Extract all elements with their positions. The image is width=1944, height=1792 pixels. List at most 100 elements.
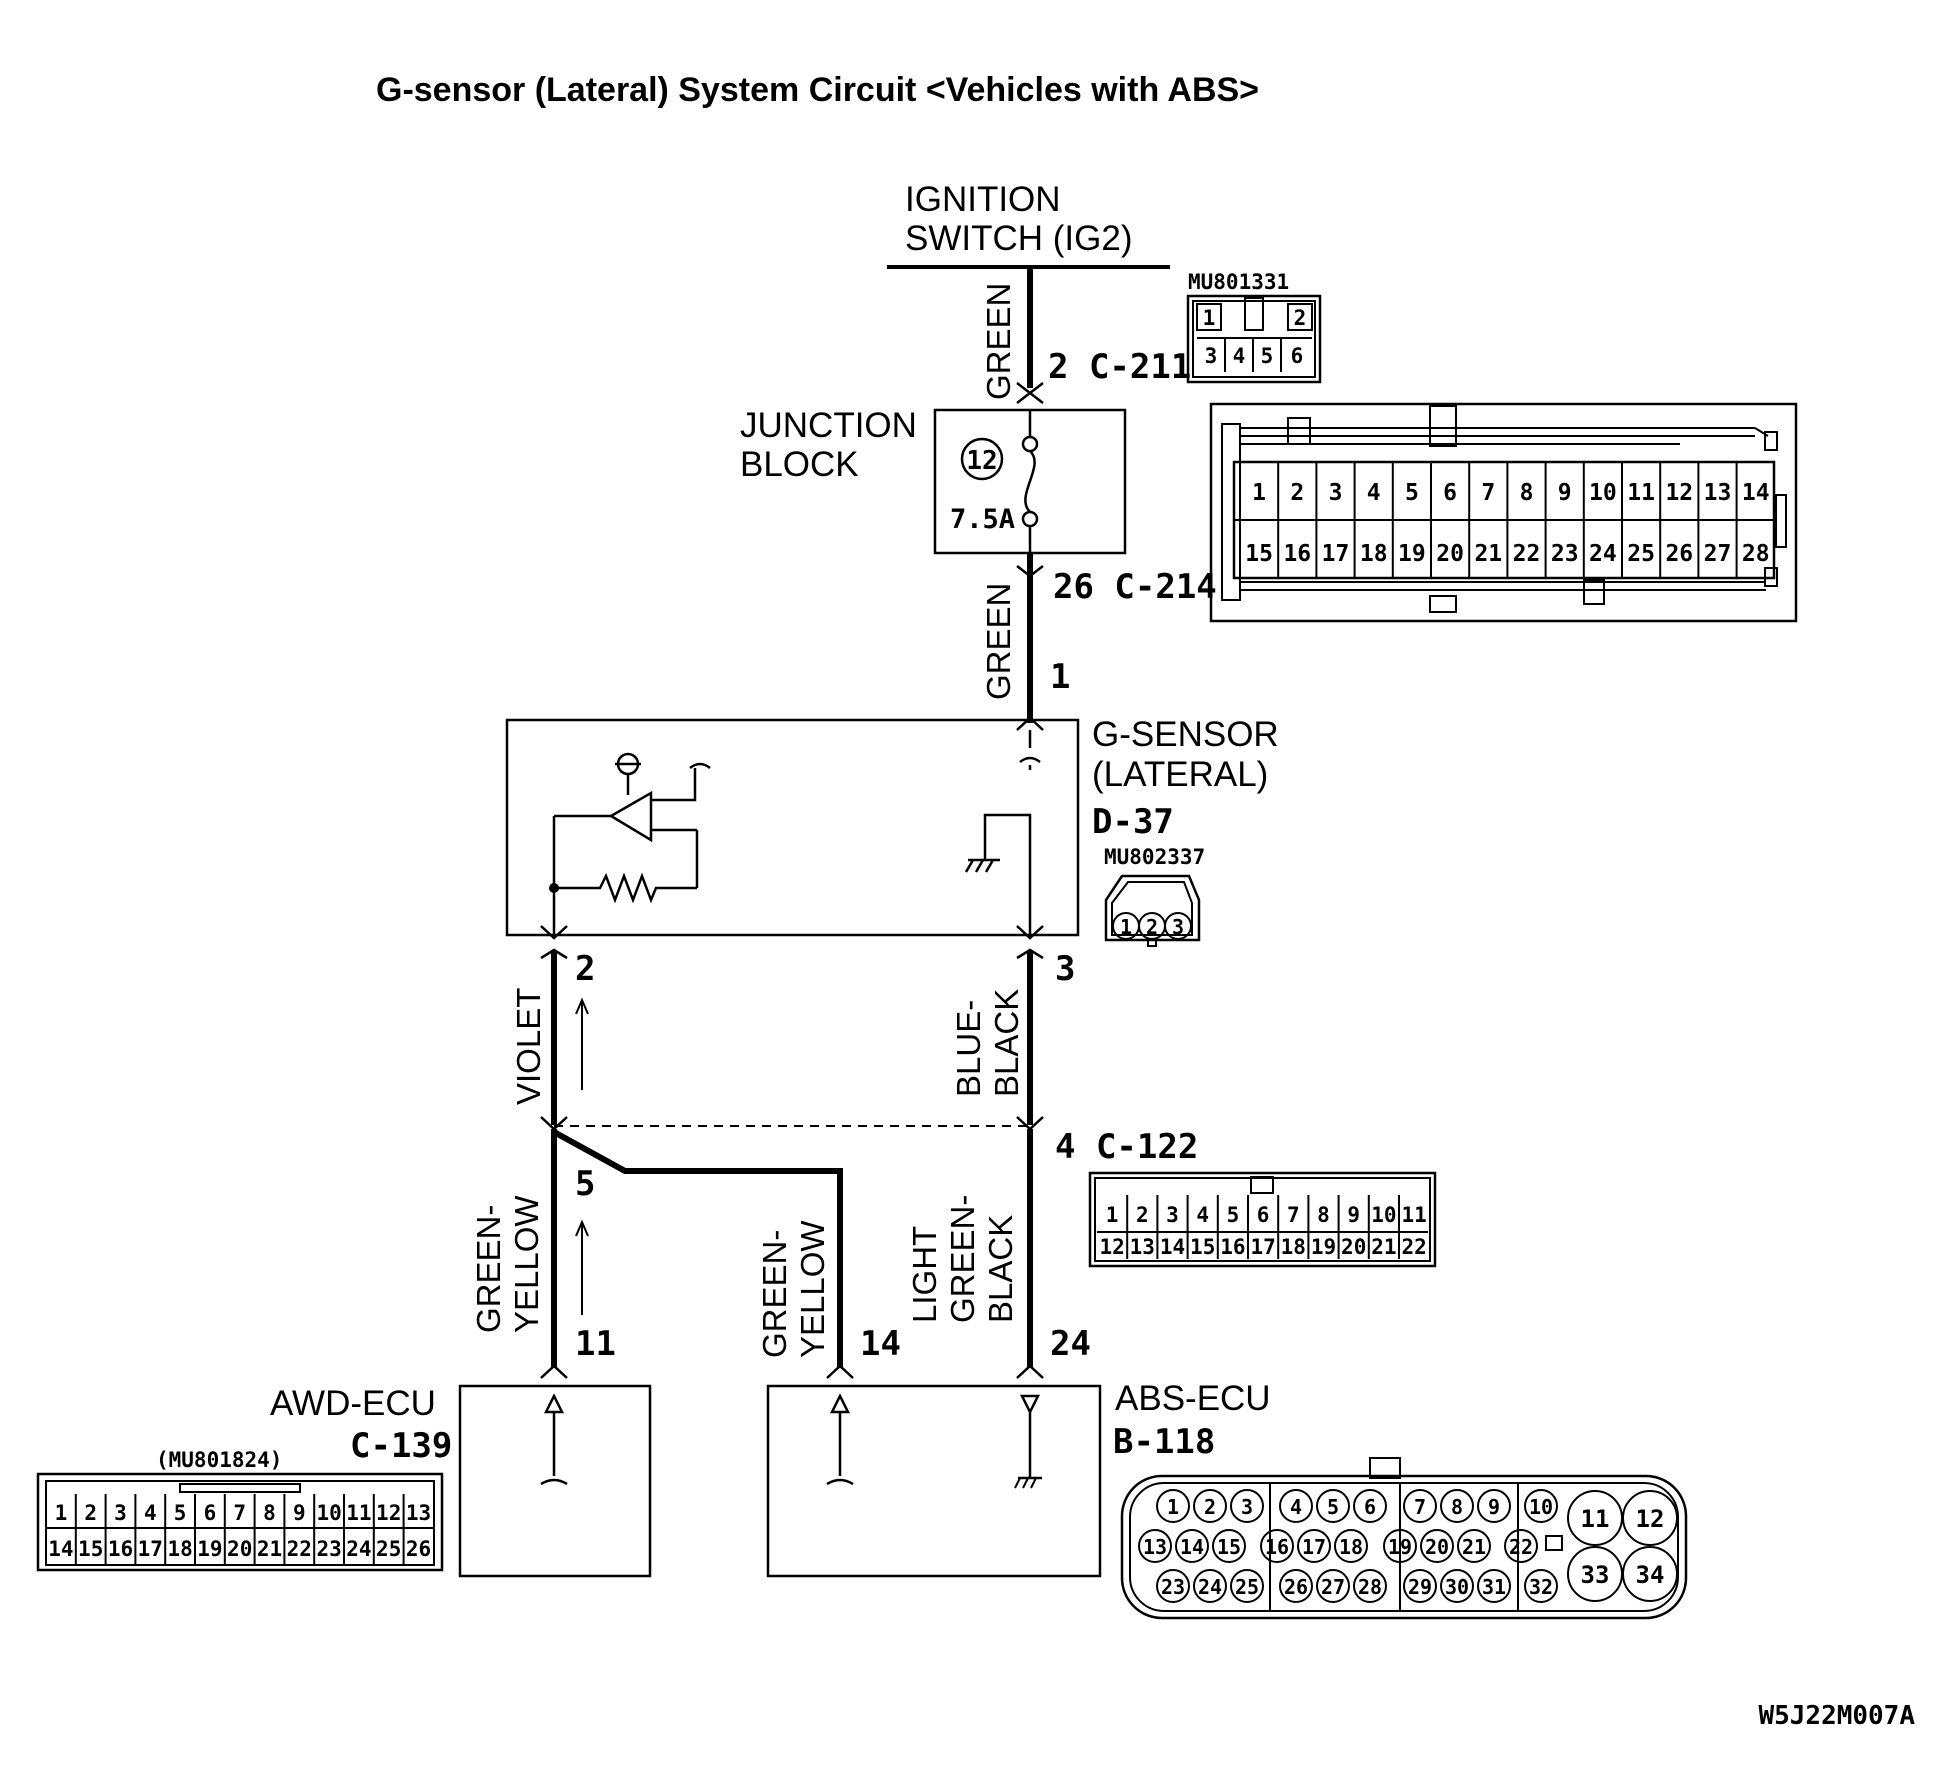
wire-label-lgb-1: LIGHT	[906, 1226, 943, 1323]
b118-pin: 32	[1529, 1575, 1553, 1599]
wire-label-gy-right-1: GREEN-	[756, 1230, 793, 1358]
c122-pin: 6	[1257, 1203, 1270, 1227]
c214-pin: 20	[1436, 541, 1464, 567]
b118-pin: 2	[1204, 1495, 1216, 1519]
c139-pin: 3	[114, 1501, 127, 1525]
b118-pin: 24	[1198, 1575, 1222, 1599]
g-sensor-label-line2: (LATERAL)	[1092, 755, 1268, 794]
c214-pin: 26	[1665, 541, 1693, 567]
c139-pin: 11	[346, 1501, 371, 1525]
connector-mark-c211	[1016, 382, 1044, 404]
c214-pin: 6	[1443, 480, 1457, 506]
connector-mark-sensor-1	[1016, 716, 1044, 731]
c214-pin: 28	[1742, 541, 1770, 567]
ignition-label-line1: IGNITION	[905, 180, 1061, 219]
b118-pin: 9	[1488, 1495, 1500, 1519]
c122-pin: 1	[1106, 1203, 1119, 1227]
abs-ecu-ground-symbol	[1014, 1394, 1042, 1489]
c122-pin: 13	[1130, 1235, 1155, 1259]
pin-label-sensor-2: 2	[575, 949, 595, 989]
c139-pin: 9	[293, 1501, 306, 1525]
c139-pin: 6	[204, 1501, 217, 1525]
fuse-symbol	[1021, 410, 1039, 553]
c214-pin: 5	[1405, 480, 1419, 506]
b118-pin: 1	[1167, 1495, 1179, 1519]
g-sensor-label-line1: G-SENSOR	[1092, 715, 1279, 754]
c214-pin: 22	[1513, 541, 1541, 567]
abs-ecu-ref: B-118	[1113, 1422, 1215, 1462]
b118-pin: 7	[1414, 1495, 1426, 1519]
connector-face-c214	[1209, 402, 1798, 623]
c214-pin: 3	[1329, 480, 1343, 506]
c214-pin: 1	[1252, 480, 1266, 506]
abs-ecu-input-symbol	[826, 1393, 854, 1486]
g-sensor-connector-face: 1 2 3	[1104, 874, 1201, 947]
b118-pin: 10	[1529, 1495, 1553, 1519]
junction-block-label-line1: JUNCTION	[740, 406, 917, 445]
b118-pin: 6	[1364, 1495, 1376, 1519]
b118-pin: 21	[1462, 1535, 1486, 1559]
connector-mark-c122	[540, 1116, 1044, 1131]
wire-label-lgb-2: GREEN-	[944, 1195, 981, 1323]
c122-pin: 18	[1281, 1235, 1306, 1259]
b118-pin: 5	[1327, 1495, 1339, 1519]
c122-pin: 2	[1136, 1203, 1149, 1227]
c139-pin: 21	[257, 1537, 282, 1561]
pin-label-c122-5: 5	[575, 1164, 595, 1204]
awd-ecu-part-number: (MU801824)	[156, 1448, 282, 1472]
c214-pin: 4	[1367, 480, 1381, 506]
wire-label-violet: VIOLET	[510, 988, 547, 1105]
b118-pin: 26	[1284, 1575, 1308, 1599]
c122-pin: 5	[1227, 1203, 1240, 1227]
signal-arrow-violet	[575, 997, 589, 1090]
figure-code: W5J22M007A	[1758, 1701, 1915, 1731]
junction-block-label-line2: BLOCK	[740, 445, 859, 484]
b118-pin: 14	[1180, 1535, 1204, 1559]
diagram-title: G-sensor (Lateral) System Circuit <Vehic…	[376, 71, 1259, 109]
g-sensor-pin: 2	[1146, 915, 1158, 939]
c214-pin: 13	[1704, 480, 1732, 506]
fuse-number: 12	[966, 446, 997, 476]
c139-pin: 23	[316, 1537, 341, 1561]
c122-pin: 4	[1196, 1203, 1209, 1227]
c214-pin: 7	[1481, 480, 1495, 506]
wire-label-gy-right-2: YELLOW	[794, 1220, 831, 1358]
c139-pin: 16	[108, 1537, 133, 1561]
b118-pin: 19	[1388, 1535, 1412, 1559]
connector-mark-abs-14	[826, 1364, 854, 1379]
awd-ecu-name: AWD-ECU	[270, 1384, 436, 1423]
wire-label-gy-left-1: GREEN-	[470, 1205, 507, 1333]
c211-part-number: MU801331	[1188, 270, 1289, 294]
c122-pin: 19	[1311, 1235, 1336, 1259]
b118-pin: 20	[1425, 1535, 1449, 1559]
b118-pin: 15	[1217, 1535, 1241, 1559]
c122-pin: 21	[1371, 1235, 1396, 1259]
c139-pin: 26	[406, 1537, 431, 1561]
c214-pin: 23	[1551, 541, 1579, 567]
b118-pin: 23	[1161, 1575, 1185, 1599]
b118-pin: 29	[1408, 1575, 1432, 1599]
b118-pin: 8	[1451, 1495, 1463, 1519]
c139-pin: 22	[287, 1537, 312, 1561]
b118-pin: 4	[1290, 1495, 1302, 1519]
c214-pin: 19	[1398, 541, 1426, 567]
c214-pin: 25	[1627, 541, 1655, 567]
connector-face-c211: 1 2 3 4 5 6	[1186, 294, 1322, 384]
b118-pin: 27	[1321, 1575, 1345, 1599]
wire-label-gy-left-2: YELLOW	[508, 1195, 545, 1333]
pin-label-sensor-3: 3	[1055, 949, 1075, 989]
c214-pin: 27	[1704, 541, 1732, 567]
pin-label-awd-11: 11	[575, 1324, 616, 1364]
fuse-number-circle	[960, 437, 1004, 481]
c214-pin: 2	[1290, 480, 1304, 506]
connector-mark-awd-11	[540, 1364, 568, 1379]
c122-pin: 14	[1160, 1235, 1185, 1259]
c122-pin: 22	[1401, 1235, 1426, 1259]
c122-pin: 16	[1220, 1235, 1245, 1259]
pin-label-abs-14: 14	[860, 1324, 901, 1364]
c122-pin: 12	[1099, 1235, 1124, 1259]
b118-pin-large: 11	[1581, 1505, 1610, 1533]
